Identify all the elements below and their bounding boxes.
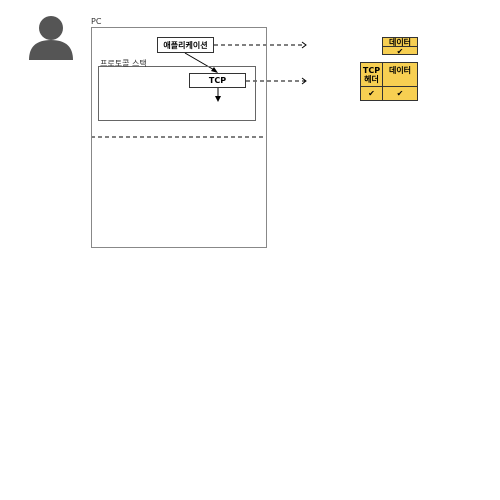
packet-tcp-data-label: 데이터 <box>383 63 417 87</box>
packet-data-only: 데이터 ✔ <box>382 37 418 56</box>
packet-data-check: ✔ <box>396 46 404 56</box>
application-box: 애플리케이션 <box>157 37 214 53</box>
protocol-stack-label: 프로토콜 스택 <box>100 59 147 68</box>
packet-tcp: TCP 헤더 데이터 ✔ ✔ <box>360 62 418 101</box>
arrow-app-to-tcp-head <box>211 67 218 73</box>
packet-tcp-header-check: ✔ <box>361 87 383 100</box>
protocol-stack-box <box>98 66 256 121</box>
packet-tcp-data-check: ✔ <box>396 89 404 98</box>
arrow-app-to-tcp <box>184 52 217 72</box>
dashed-arrow-app-head <box>301 41 307 49</box>
tcp-box: TCP <box>189 73 246 88</box>
packet-data-label: 데이터 <box>383 38 417 47</box>
dashed-arrow-tcp-head <box>301 77 307 85</box>
pc-label: PC <box>91 17 102 26</box>
arrow-tcp-down-head <box>215 96 221 102</box>
pc-box <box>91 27 267 248</box>
packet-tcp-header-label: TCP 헤더 <box>361 63 383 87</box>
user-icon <box>29 16 73 60</box>
